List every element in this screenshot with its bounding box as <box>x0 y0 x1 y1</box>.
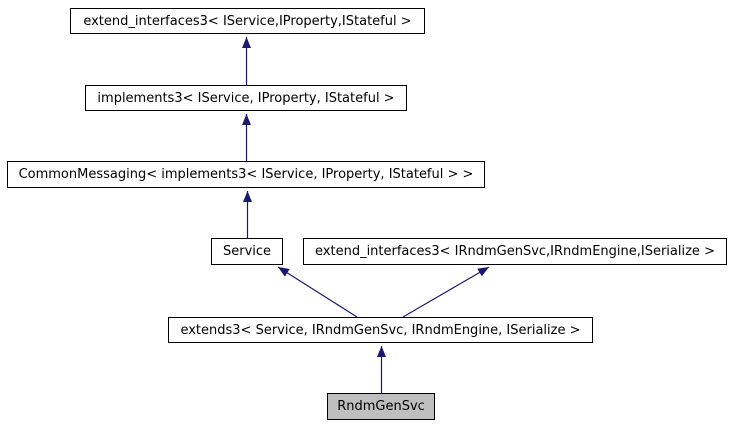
node-extend-interfaces3-iservice[interactable]: extend_interfaces3< IService,IProperty,I… <box>70 8 425 34</box>
node-rndmgensvc[interactable]: RndmGenSvc <box>327 393 435 420</box>
node-commonmessaging[interactable]: CommonMessaging< implements3< IService, … <box>7 161 485 188</box>
node-implements3[interactable]: implements3< IService, IProperty, IState… <box>85 85 407 111</box>
node-extend-interfaces3-irndmgensvc[interactable]: extend_interfaces3< IRndmGenSvc,IRndmEng… <box>303 238 727 265</box>
node-service[interactable]: Service <box>211 238 283 265</box>
arrow-extends3-to-service <box>277 266 358 318</box>
node-extends3[interactable]: extends3< Service, IRndmGenSvc, IRndmEng… <box>168 317 593 343</box>
arrow-extends3-to-extend-interfaces3-irndm <box>402 266 490 318</box>
